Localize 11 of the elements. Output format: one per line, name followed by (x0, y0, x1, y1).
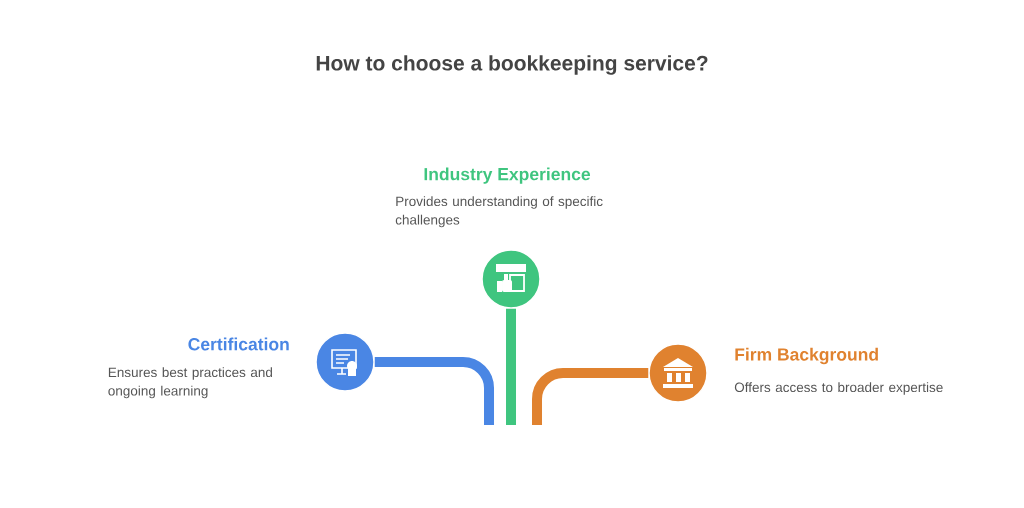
connector-line (374, 357, 494, 425)
heading: Firm Background (735, 347, 878, 365)
heading: Industry Experience (424, 167, 591, 184)
description: Provides understanding of specific challenges (395, 196, 603, 228)
connector-line (532, 368, 649, 425)
description: Offers access to broader expertise (734, 382, 943, 395)
connector-line (506, 308, 516, 425)
heading: Certification (188, 337, 289, 351)
title: How to choose a bookkeeping service? (316, 55, 708, 75)
description: Ensures best practices and ongoing learning (108, 367, 272, 399)
icon-circle (315, 332, 375, 392)
